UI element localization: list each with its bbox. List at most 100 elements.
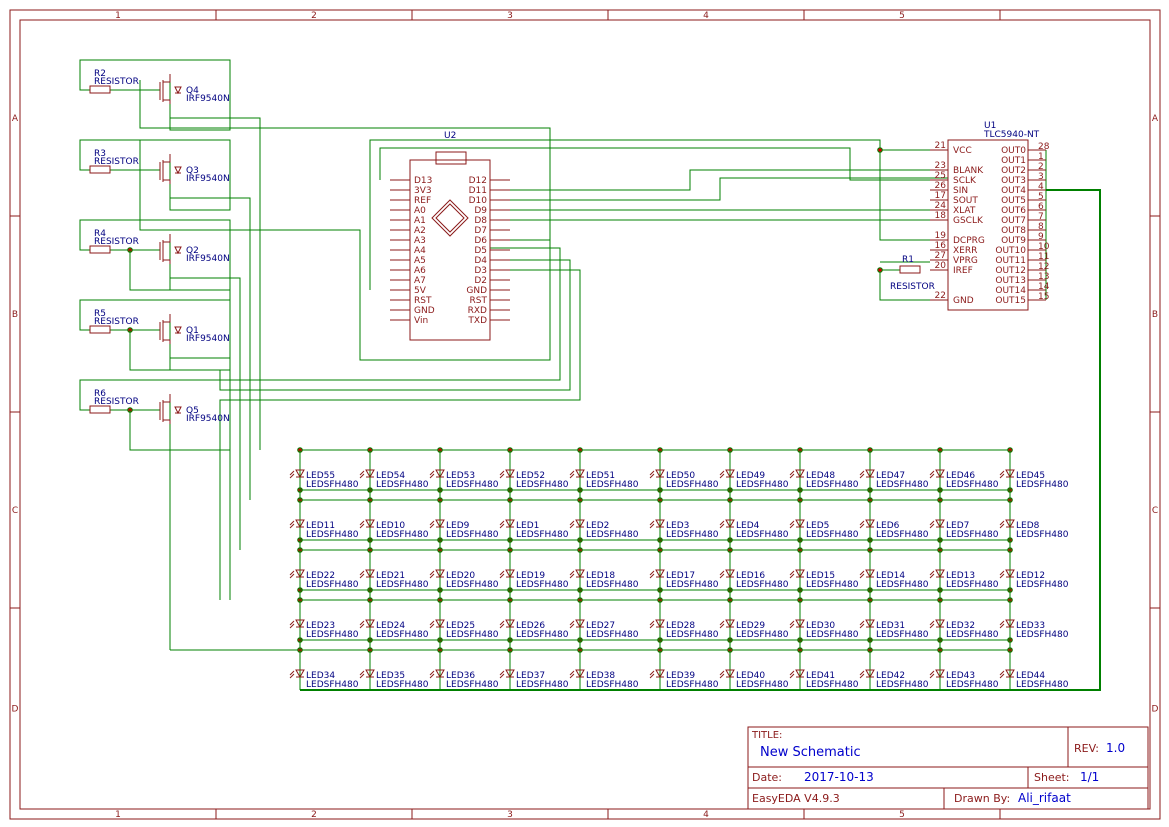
led-part: LEDSFH480: [306, 480, 359, 490]
led-ray: [359, 670, 365, 676]
led-part: LEDSFH480: [1016, 530, 1069, 540]
wire: [139, 80, 551, 361]
arduino-nano-u2[interactable]: U2 D133V3REFA0A1A2A3A4A5A6A75VRSTGNDVinD…: [390, 131, 510, 341]
wire: [79, 139, 140, 171]
led-ray: [359, 470, 365, 476]
u2-pin-label: GND: [414, 306, 435, 316]
led-ray: [569, 473, 575, 479]
led-ray: [569, 570, 575, 576]
led-ray: [649, 573, 655, 579]
mosfet-diode: [174, 166, 182, 175]
led-triangle: [935, 519, 945, 529]
wire: [79, 379, 140, 411]
u1-ref: U1: [984, 121, 996, 131]
junction-dot: [877, 147, 883, 153]
u1-pin-number: 8: [1038, 222, 1044, 232]
u2-pin-label: D12: [469, 176, 487, 186]
led-triangle: [655, 619, 665, 629]
frame-row-label-right: D: [1152, 705, 1159, 715]
led-triangle: [435, 569, 445, 579]
transistor-part: IRF9540N: [186, 254, 230, 264]
transistor-ref: Q1: [186, 326, 199, 336]
led-ref: LED31: [876, 621, 905, 631]
led-part: LEDSFH480: [736, 530, 789, 540]
led-triangle: [1005, 569, 1015, 579]
led-ref: LED36: [446, 671, 475, 681]
led-part: LEDSFH480: [516, 530, 569, 540]
resistor-body: [89, 405, 111, 414]
led-ray: [359, 673, 365, 679]
led-ray: [429, 473, 435, 479]
resistor-r1[interactable]: R1 RESISTOR: [890, 255, 935, 292]
led-part: LEDSFH480: [376, 680, 429, 690]
led-ray: [569, 573, 575, 579]
led-part: LEDSFH480: [946, 580, 999, 590]
resistor-body: [89, 325, 111, 334]
led-ray: [569, 620, 575, 626]
u1-pin-number: 26: [935, 181, 947, 191]
led-ray: [359, 473, 365, 479]
